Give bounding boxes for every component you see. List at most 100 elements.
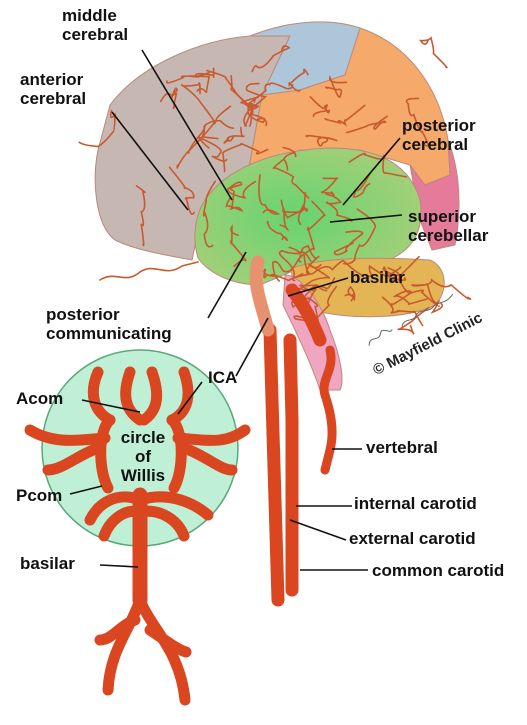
signature-scribble xyxy=(368,293,454,346)
leader-lines xyxy=(69,49,403,571)
cortical-vessel-23 xyxy=(200,125,228,162)
label-middle-cerebral-line2: cerebral xyxy=(62,25,129,44)
label-vertebral: vertebral xyxy=(366,438,438,457)
left-vertebral-lower xyxy=(102,594,146,696)
left-anterior-cerebral-artery xyxy=(120,366,146,426)
cortical-vessel-4 xyxy=(168,166,195,215)
right-mca-lower xyxy=(178,442,238,476)
neck-arteries xyxy=(249,255,337,607)
label-superior-cerebellar: superior cerebellar xyxy=(408,207,488,245)
label-circle-line1: circle xyxy=(120,428,166,447)
label-superior-cerebellar-line1: superior xyxy=(408,207,477,226)
label-common-carotid: common carotid xyxy=(372,561,505,580)
label-posterior-communicating-line1: posterior xyxy=(46,305,120,324)
cortical-vessel-33 xyxy=(352,172,371,198)
cortical-vessel-57 xyxy=(366,264,402,278)
cortical-vessel-52 xyxy=(387,267,440,307)
cortical-vessel-28 xyxy=(419,36,448,69)
cortical-vessel-35 xyxy=(280,199,309,225)
cortical-vessel-55 xyxy=(381,296,424,327)
cortical-vessels xyxy=(78,36,472,335)
right-ring xyxy=(166,414,187,494)
left-ring xyxy=(95,414,116,494)
label-anterior-cerebral-line2: cerebral xyxy=(20,89,87,108)
leader-anterior-cerebral xyxy=(111,111,189,211)
cortical-vessel-24 xyxy=(223,126,246,144)
cortical-vessel-9 xyxy=(135,185,146,247)
basilar-neck xyxy=(285,283,327,347)
cortical-vessel-38 xyxy=(320,177,339,198)
cortical-vessel-44 xyxy=(343,208,377,265)
cortical-vessel-29 xyxy=(324,104,366,127)
leader-posterior-communicating xyxy=(207,251,247,319)
cortical-vessel-0 xyxy=(176,135,219,169)
cortical-vessel-50 xyxy=(390,290,428,306)
right-anterior-cerebral-artery xyxy=(138,366,163,426)
cortical-vessel-19 xyxy=(305,134,338,147)
external-carotid-artery xyxy=(283,333,299,597)
leader-posterior-cerebral xyxy=(342,137,401,206)
cortical-vessel-21 xyxy=(309,96,331,118)
cortical-vessel-1 xyxy=(187,119,235,154)
label-posterior-cerebral: posterior cerebral xyxy=(402,116,476,154)
label-posterior-communicating-line2: communicating xyxy=(46,324,172,343)
leader-basilar-upper xyxy=(287,277,349,297)
label-circle-line3: Willis xyxy=(120,466,166,485)
cortical-vessel-22 xyxy=(345,115,388,134)
internal-carotid-artery xyxy=(263,323,285,607)
cortical-vessel-54 xyxy=(263,268,304,282)
label-internal-carotid: internal carotid xyxy=(354,494,477,513)
label-middle-cerebral-line1: middle xyxy=(62,6,117,25)
label-ica: ICA xyxy=(208,368,238,387)
cortical-vessel-53 xyxy=(344,285,356,302)
cortical-vessel-31 xyxy=(405,97,429,147)
label-basilar-upper: basilar xyxy=(350,268,405,287)
cortical-vessel-27 xyxy=(229,75,260,111)
label-middle-cerebral: middle cerebral xyxy=(62,6,128,44)
leader-acom xyxy=(81,399,141,413)
cortical-vessel-42 xyxy=(333,230,364,256)
cortical-vessel-20 xyxy=(165,67,215,84)
label-acom: Acom xyxy=(16,389,64,408)
ica-curve xyxy=(249,255,275,337)
leader-ica-inset xyxy=(177,381,203,415)
cortical-vessel-63 xyxy=(291,263,331,298)
label-superior-cerebellar-line2: cerebellar xyxy=(408,226,489,245)
left-lower-branch xyxy=(94,614,141,646)
label-basilar-lower: basilar xyxy=(20,554,75,573)
cortical-vessel-30 xyxy=(251,45,291,73)
label-pcom: Pcom xyxy=(16,486,63,505)
cortical-vessel-5 xyxy=(78,109,116,148)
label-circle-line2: of xyxy=(134,447,152,466)
cortical-vessel-58 xyxy=(411,282,444,314)
cortical-vessel-37 xyxy=(325,193,353,222)
cortical-vessel-32 xyxy=(271,246,302,282)
cortical-vessel-18 xyxy=(181,82,216,125)
label-anterior-cerebral: anterior cerebral xyxy=(20,70,86,108)
cortical-vessel-34 xyxy=(225,190,244,213)
cortical-vessel-16 xyxy=(324,74,348,98)
label-external-carotid: external carotid xyxy=(349,529,476,548)
label-posterior-communicating: posterior communicating xyxy=(46,305,172,343)
cortical-vessel-40 xyxy=(266,220,289,242)
label-posterior-cerebral-line1: posterior xyxy=(402,116,476,135)
cortical-vessel-49 xyxy=(396,306,430,335)
cortical-vessel-39 xyxy=(303,253,363,276)
cortical-vessel-17 xyxy=(282,146,297,171)
right-lower-branch xyxy=(144,624,192,658)
cortical-vessel-2 xyxy=(197,105,232,149)
leader-external-carotid xyxy=(289,519,347,541)
vertebral-artery xyxy=(319,345,337,475)
leader-middle-cerebral xyxy=(141,49,233,201)
cortical-vessel-43 xyxy=(258,174,281,215)
leader-basilar-lower xyxy=(99,564,139,568)
label-posterior-cerebral-line2: cerebral xyxy=(402,135,469,154)
occipital-lobe xyxy=(409,139,460,251)
cortical-vessel-6 xyxy=(226,180,257,199)
cortical-vessel-41 xyxy=(202,180,217,248)
leader-superior-cerebellar xyxy=(329,214,403,223)
cortical-vessel-13 xyxy=(288,68,309,92)
artist-signature-mark xyxy=(360,282,468,352)
